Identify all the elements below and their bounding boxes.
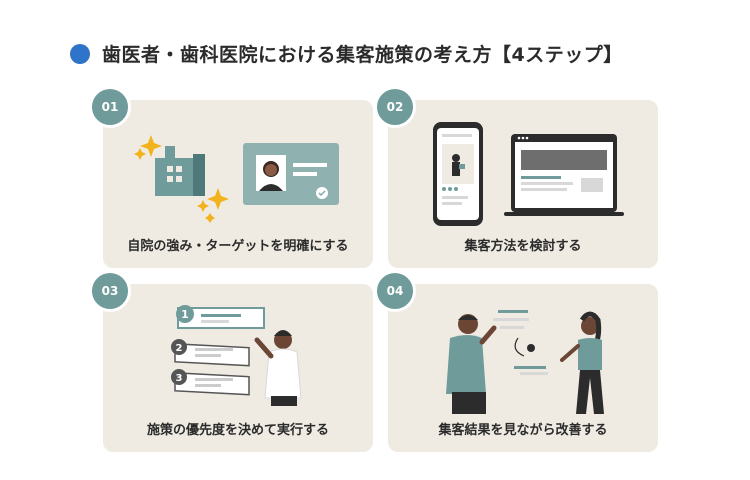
woman-figure-icon	[560, 311, 604, 414]
priority-list-illustration: 1 2 3	[171, 305, 302, 406]
id-card-icon	[243, 143, 339, 205]
step-card-01: 01	[89, 86, 373, 268]
step-caption: 自院の強み・ターゲットを明確にする	[127, 239, 349, 254]
clinic-building-id-card-illustration	[134, 135, 339, 223]
step-number-badge: 01	[89, 86, 131, 128]
two-people-discussing-illustration	[446, 310, 604, 414]
person-icon	[254, 330, 302, 406]
step-number-badge: 03	[89, 270, 131, 312]
page-title: 歯医者・歯科医院における集客施策の考え方【4ステップ】	[102, 44, 623, 66]
priority-item-1: 1	[176, 305, 265, 329]
svg-text:1: 1	[181, 308, 189, 321]
smartphone-icon	[433, 122, 483, 226]
man-figure-icon	[446, 314, 497, 414]
page-header: 歯医者・歯科医院における集客施策の考え方【4ステップ】	[70, 40, 623, 67]
step-caption: 集客方法を検討する	[464, 239, 582, 254]
step-card-03: 03 1 2 3	[89, 270, 373, 452]
priority-item-2: 2	[171, 339, 250, 367]
smartphone-monitor-illustration	[433, 122, 624, 226]
clinic-building-icon	[155, 146, 205, 196]
step-number-badge: 02	[374, 86, 416, 128]
svg-text:3: 3	[176, 373, 183, 384]
svg-text:2: 2	[176, 343, 183, 354]
step-card-02: 02	[374, 86, 658, 268]
step-card-04: 04 集客結果を見ながら改善する	[374, 270, 658, 452]
heart-icon	[442, 187, 458, 191]
step-number-badge: 04	[374, 270, 416, 312]
priority-item-3: 3	[171, 369, 250, 396]
title-bullet-icon	[70, 43, 90, 64]
step-caption: 施策の優先度を決めて実行する	[146, 423, 329, 438]
sparkle-icon	[134, 135, 229, 223]
monitor-icon	[504, 134, 624, 216]
floating-chart-icon	[493, 310, 548, 375]
step-caption: 集客結果を見ながら改善する	[438, 423, 608, 438]
